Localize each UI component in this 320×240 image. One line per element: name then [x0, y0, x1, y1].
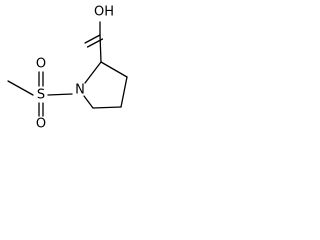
ring-bond-c2-c3: [100, 61, 128, 78]
ring-bond-n-c2: [84, 61, 102, 84]
sulfonyl-oxygen-bottom-label: O: [36, 117, 46, 132]
bonds: [7, 21, 128, 117]
sulfonyl-oxygen-top-label: O: [36, 57, 46, 72]
atom-labels: OH N S O O: [36, 5, 114, 132]
ring-bond-c3-c4: [120, 76, 128, 108]
s-methyl-bond: [7, 80, 34, 96]
ring-nitrogen-label: N: [75, 83, 85, 98]
carboxyl-ring-bond: [99, 34, 102, 63]
carbonyl-bond-a: [84, 34, 101, 44]
ring-bond-c4-c5: [92, 106, 122, 109]
hydroxyl-label: OH: [94, 5, 114, 20]
sulfur-label: S: [37, 88, 45, 103]
n-s-bond: [47, 93, 73, 96]
ring-bond-c5-n: [83, 95, 94, 109]
chemical-structure: OH N S O O: [7, 5, 128, 132]
